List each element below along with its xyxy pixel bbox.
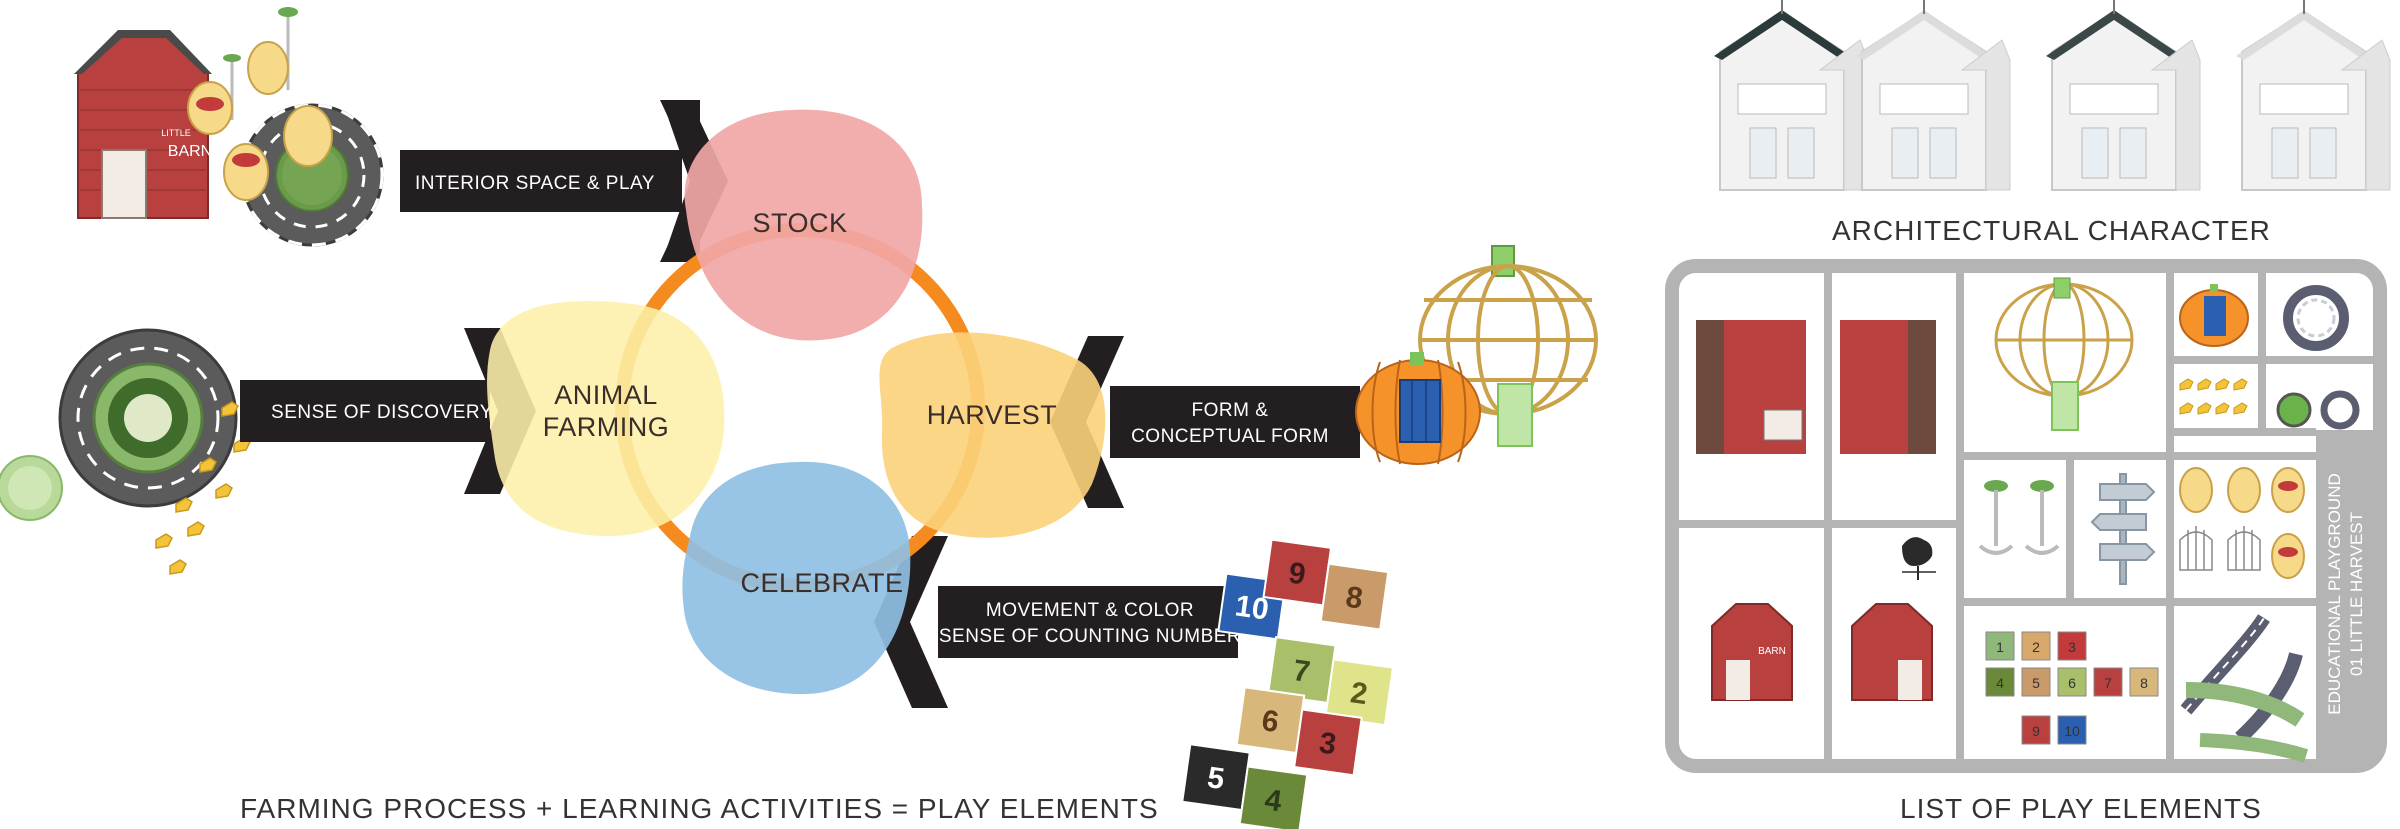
hopscotch-number: 7 bbox=[1291, 654, 1312, 689]
house-icon bbox=[1856, 0, 2011, 191]
farming-cycle: STOCK ANIMAL FARMING HARVEST CELEBRATE bbox=[487, 109, 1106, 695]
barn-sign: BARN bbox=[168, 143, 212, 160]
hopscotch-number: 3 bbox=[1317, 726, 1338, 761]
architectural-houses bbox=[1714, 0, 2391, 191]
kit-number-tile: 1 bbox=[1985, 631, 2015, 661]
hopscotch-tile: 5 bbox=[1181, 743, 1251, 812]
kit-tile-number: 7 bbox=[2104, 675, 2112, 691]
kit-tile-number: 3 bbox=[2068, 639, 2076, 655]
hopscotch-number: 2 bbox=[1348, 676, 1369, 711]
kit-tile-number: 4 bbox=[1996, 675, 2004, 691]
kit-number-tile: 8 bbox=[2129, 667, 2159, 697]
kit-number-tile: 2 bbox=[2021, 631, 2051, 661]
blob-stock bbox=[684, 109, 923, 341]
racetrack-icon bbox=[58, 328, 238, 508]
pumpkin-cage-illustration bbox=[1355, 245, 1598, 465]
barn-illustration: LITTLE BARN bbox=[74, 7, 384, 247]
arrow-label-interior: INTERIOR SPACE & PLAY bbox=[415, 173, 655, 194]
kit-barn-sign: BARN bbox=[1758, 646, 1786, 657]
kit-number-tile: 10 bbox=[2057, 715, 2087, 745]
kit-tile-number: 9 bbox=[2032, 723, 2040, 739]
arrow-label-form-1: FORM & bbox=[1192, 400, 1269, 421]
hopscotch-tile: 9 bbox=[1262, 538, 1333, 607]
kit-tile-number: 10 bbox=[2064, 723, 2080, 739]
barn-icon: LITTLE BARN bbox=[74, 30, 212, 219]
barn-sign-small: LITTLE bbox=[161, 128, 191, 138]
pumpkin-icon bbox=[2179, 284, 2249, 347]
duck-icon bbox=[155, 401, 251, 575]
arrow-label-discovery: SENSE OF DISCOVERY bbox=[271, 402, 493, 423]
hopscotch-number: 9 bbox=[1287, 556, 1308, 591]
pumpkin-icon bbox=[1355, 352, 1481, 465]
kit-side-label-2: 01 LITTLE HARVEST bbox=[2347, 512, 2366, 676]
hopscotch-tile: 2 bbox=[1324, 658, 1395, 727]
hopscotch-tile: 3 bbox=[1293, 708, 1363, 777]
arrow-movement: MOVEMENT & COLOR SENSE OF COUNTING NUMBE… bbox=[874, 536, 1241, 708]
kit-number-tile: 7 bbox=[2093, 667, 2123, 697]
arrow-label-movement-2: SENSE OF COUNTING NUMBER bbox=[939, 626, 1241, 647]
duck-icon bbox=[2179, 378, 2248, 415]
kit-number-tile: 9 bbox=[2021, 715, 2051, 745]
signpost-icon bbox=[2090, 473, 2156, 585]
hopscotch-tile: 4 bbox=[1238, 765, 1309, 829]
blob-animal-farming bbox=[487, 301, 725, 537]
label-animal: ANIMAL bbox=[554, 380, 658, 410]
track-pieces-icon bbox=[2180, 614, 2309, 763]
green-disc-icon bbox=[2276, 392, 2312, 428]
egg-swing-icon bbox=[187, 7, 333, 201]
arrow-label-movement-1: MOVEMENT & COLOR bbox=[986, 600, 1194, 621]
kit-number-tile: 3 bbox=[2057, 631, 2087, 661]
label-harvest: HARVEST bbox=[927, 400, 1058, 430]
blob-celebrate bbox=[682, 461, 911, 695]
house-icon bbox=[2236, 0, 2391, 191]
kit-side-label-1: EDUCATIONAL PLAYGROUND bbox=[2325, 473, 2344, 715]
kit-tile-number: 8 bbox=[2140, 675, 2148, 691]
kit-number-tile: 5 bbox=[2021, 667, 2051, 697]
kit-tile-number: 1 bbox=[1996, 639, 2004, 655]
hopscotch-tile: 8 bbox=[1319, 562, 1390, 631]
hopscotch-number: 4 bbox=[1263, 783, 1284, 818]
arrow-label-form-2: CONCEPTUAL FORM bbox=[1131, 426, 1329, 447]
label-celebrate: CELEBRATE bbox=[740, 568, 903, 598]
barn-icon: BARN bbox=[1711, 603, 1793, 701]
caption-architectural: ARCHITECTURAL CHARACTER bbox=[1832, 215, 2271, 246]
caption-left: FARMING PROCESS + LEARNING ACTIVITIES = … bbox=[240, 793, 1159, 824]
house-icon bbox=[1714, 0, 1869, 191]
hopscotch-tile: 6 bbox=[1235, 686, 1306, 755]
tire-icon bbox=[2296, 298, 2336, 338]
hopscotch-number: 6 bbox=[1260, 704, 1281, 739]
barn-icon bbox=[1840, 320, 1936, 454]
kit-tile-number: 6 bbox=[2068, 675, 2076, 691]
kit-tile-number: 2 bbox=[2032, 639, 2040, 655]
rooster-weathervane-icon bbox=[1902, 537, 1936, 580]
discovery-illustration bbox=[0, 328, 251, 575]
arrow-interior-space: INTERIOR SPACE & PLAY bbox=[400, 100, 728, 262]
blob-harvest bbox=[879, 332, 1106, 538]
tire-icon bbox=[2320, 390, 2360, 430]
cage-icon bbox=[1994, 277, 2134, 431]
hopscotch-number: 8 bbox=[1344, 581, 1365, 616]
egg-swing-icon bbox=[2179, 467, 2305, 579]
kit-number-tile: 4 bbox=[1985, 667, 2015, 697]
swing-icon bbox=[1978, 480, 2060, 555]
house-icon bbox=[2046, 0, 2201, 191]
hopscotch-number: 5 bbox=[1205, 761, 1226, 796]
label-farming: FARMING bbox=[543, 412, 670, 442]
kit-number-tile: 6 bbox=[2057, 667, 2087, 697]
tire-icon bbox=[2283, 285, 2349, 351]
caption-list: LIST OF PLAY ELEMENTS bbox=[1900, 793, 2262, 824]
kit-number-tiles: 1 2 3 4 5 6 7 8 9 10 bbox=[1985, 631, 2159, 745]
label-stock: STOCK bbox=[752, 208, 847, 238]
barn-icon bbox=[1851, 603, 1933, 701]
kit-tile-number: 5 bbox=[2032, 675, 2040, 691]
barn-icon bbox=[1696, 320, 1806, 454]
